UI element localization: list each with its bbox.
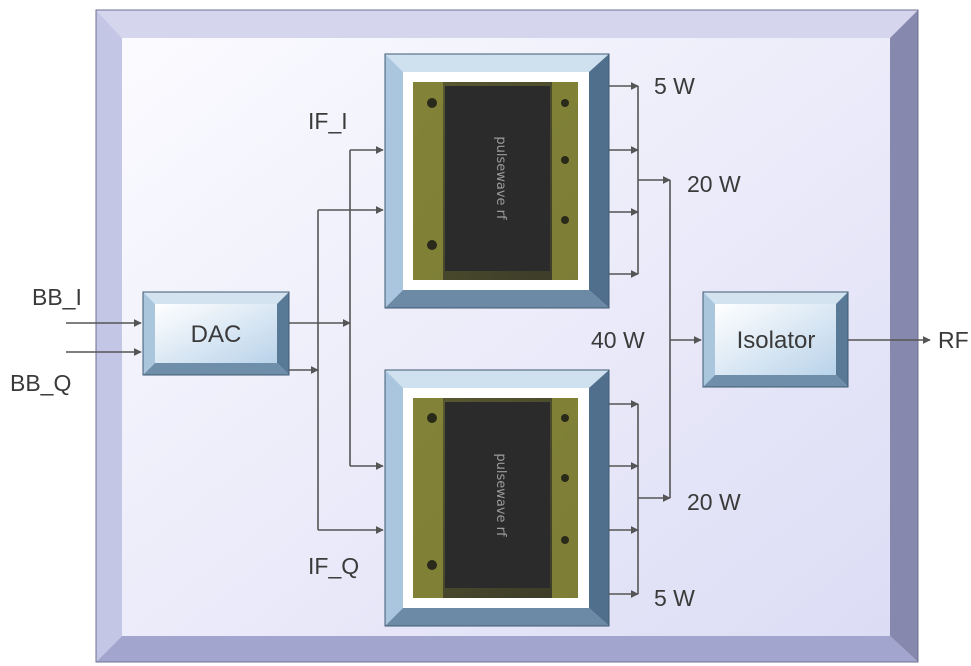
amp-bot-outline [384,369,610,627]
dac-block: DAC [142,291,290,376]
isolator-bevel-left [703,292,715,387]
top-20w-label: 20 W [687,171,741,197]
chip-via [427,98,437,108]
enclosure-bevel-right [890,10,918,662]
chip-marking: pulsewave rf [493,136,508,220]
signal-wires [66,82,931,598]
amplifier-module-bottom: pulsewave rf [384,369,610,627]
chip-marking: pulsewave rf [493,453,508,537]
if-i-label: IF_I [308,108,348,134]
amp-top-bevel-left [385,54,403,308]
chip-via [427,560,437,570]
combined-40w-label: 40 W [591,327,645,353]
amp-top-bevel-top [385,54,609,72]
chip-via [561,536,569,544]
rf-output-label: RF [938,327,969,353]
chip-die [445,402,550,588]
dac-face [155,304,277,363]
bottom-5w-label: 5 W [654,585,695,611]
amp-top-outline [384,53,610,309]
top-5w-label: 5 W [654,73,695,99]
chip-via [427,413,437,423]
dac-bevel-left [143,292,155,375]
labels: BB_I BB_Q IF_I IF_Q 5 W 20 W 40 W 20 W 5… [10,73,969,611]
amp-top-bevel-right [589,54,609,308]
amp-bot-bevel-left [385,370,403,626]
amplifier-chip-bottom: pulsewave rf [413,398,578,598]
dac-bevel-right [277,292,289,375]
dac-label: DAC [191,321,242,348]
amp-bot-bevel-top [385,370,609,388]
chip-pad-left [413,82,443,280]
chip-via [561,156,569,164]
isolator-label: Isolator [737,327,816,354]
dac-outline [142,291,290,376]
isolator-bevel-right [836,292,848,387]
amplifier-chip-top: pulsewave rf [413,82,578,280]
bb-q-label: BB_Q [10,370,71,396]
amp-top-bevel-bottom [385,290,609,308]
amp-bot-bevel-right [589,370,609,626]
dac-bevel-top [143,292,289,304]
enclosure-outline [95,9,919,663]
enclosure-bevel-bottom [96,636,918,662]
chip-via [427,240,437,250]
chip-via [561,474,569,482]
chip-pad-right [552,82,578,280]
bb-i-label: BB_I [32,284,82,310]
enclosure-bevel-top [96,10,918,38]
chip-via [561,414,569,422]
isolator-face [715,304,836,375]
amplifier-module-top: pulsewave rf [384,53,610,309]
isolator-bevel-bottom [703,375,848,387]
if-q-label: IF_Q [308,553,359,579]
chip-via [561,216,569,224]
isolator-block: Isolator [702,291,849,388]
isolator-bevel-top [703,292,848,304]
bottom-20w-label: 20 W [687,489,741,515]
enclosure-bevel-left [96,10,122,662]
dac-bevel-bottom [143,363,289,375]
chip-pad-right [552,398,578,598]
chip-die [445,86,550,271]
amp-bot-bevel-bottom [385,608,609,626]
chip-via [561,99,569,107]
